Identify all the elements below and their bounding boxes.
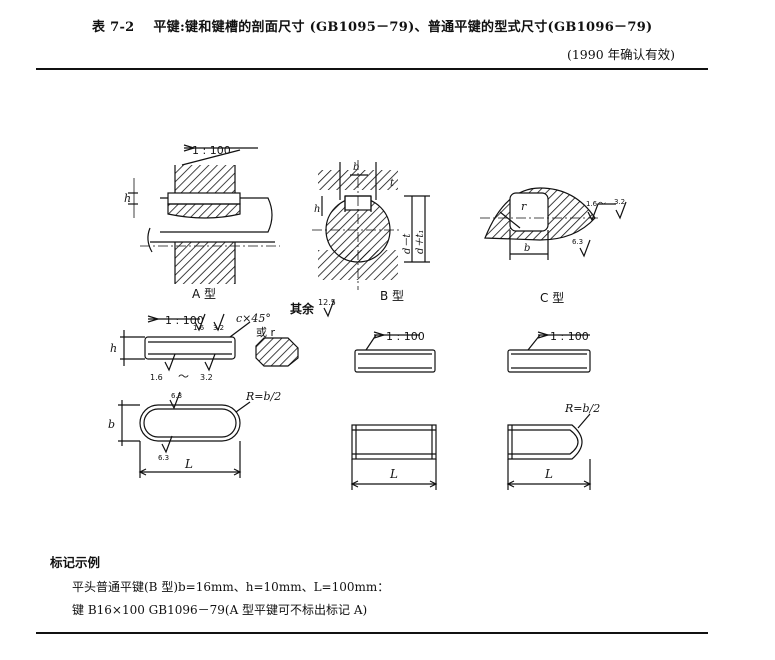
a-key-bottom-roughness-16: 1.6 [150,373,163,382]
table-title: 表 7-2 平键:键和键槽的剖面尺寸 (GB1095－79)、普通平键的型式尺寸… [92,16,653,35]
a-section-slope: 1 : 100 [192,144,231,157]
bottom-rule [36,632,708,634]
example-heading: 标记示例 [50,555,101,570]
remaining-roughness-value: 12.5 [318,298,336,307]
c-plan-radius-label: R=b/2 [564,402,600,415]
b-section-h-label: h [314,204,320,215]
a-type-key-front [120,313,251,372]
c-type-key-front [507,331,591,373]
a-plan-L-label: L [184,457,193,471]
b-type-key-front [354,331,436,373]
c-section-roughness-16: 1.6 [586,200,598,208]
example-line-2: 键 B16×100 GB1096－79(A 型平键可不标出标记 A) [72,603,368,617]
c-section-roughness-63: 6.3 [572,238,583,246]
a-plan-roughness-top: 6.3 [171,392,182,400]
or-r-label: 或 r [256,326,275,339]
c-section-r-label: r [521,200,527,213]
a-key-slope: 1 : 100 [165,314,204,327]
a-key-bottom-roughness-32: 3.2 [200,373,213,382]
key-chamfer-section [255,337,299,367]
a-key-h-label: h [110,342,117,355]
b-plan-L-label: L [389,467,398,481]
type-b-label: B 型 [380,289,404,303]
a-key-bottom-tilde: ～ [178,370,189,383]
c-plan-L-label: L [544,467,553,481]
c-type-key-plan [506,413,592,490]
key-drawing: 1 : 100 h A 型 b h t d－t d＋t₁ B 型 [108,144,627,490]
b-section-b-label: b [353,162,359,173]
b-section-d-plus-t1-label: d＋t₁ [415,230,426,254]
example-line-1: 平头普通平键(B 型)b=16mm、h=10mm、L=100mm： [72,580,390,594]
c-section-roughness-32: 3.2 [614,198,625,206]
b-section-t-label: t [390,178,395,189]
b-type-key-plan [350,424,438,490]
table-title-text: 平键:键和键槽的剖面尺寸 (GB1095－79)、普通平键的型式尺寸(GB109… [153,20,653,35]
c-type-section [480,187,627,260]
a-type-key-plan [118,391,251,478]
b-section-d-minus-t-label: d－t [402,233,413,254]
a-plan-b-label: b [108,418,115,431]
top-rule [36,68,708,70]
remaining-roughness-symbol [323,299,335,318]
table-number: 表 7-2 [92,20,135,35]
c-section-tilde: ～ [598,199,606,208]
a-key-roughness-32: 3.2 [213,324,224,332]
c-section-b-label: b [524,243,530,254]
a-key-roughness-16: 1.6 [193,324,205,332]
validity-note: (1990 年确认有效) [566,47,675,62]
a-section-h-label: h [124,192,131,205]
chamfer-label: c×45° [236,312,271,325]
b-key-slope: 1 : 100 [386,330,425,343]
b-type-section [312,160,430,290]
remaining-label: 其余 [290,301,315,316]
a-type-section [128,144,280,284]
a-plan-roughness-bottom: 6.3 [158,454,169,462]
a-plan-radius-label: R=b/2 [245,390,281,403]
c-key-slope: 1 : 100 [550,330,589,343]
type-a-label: A 型 [192,287,216,301]
type-c-label: C 型 [540,291,564,305]
